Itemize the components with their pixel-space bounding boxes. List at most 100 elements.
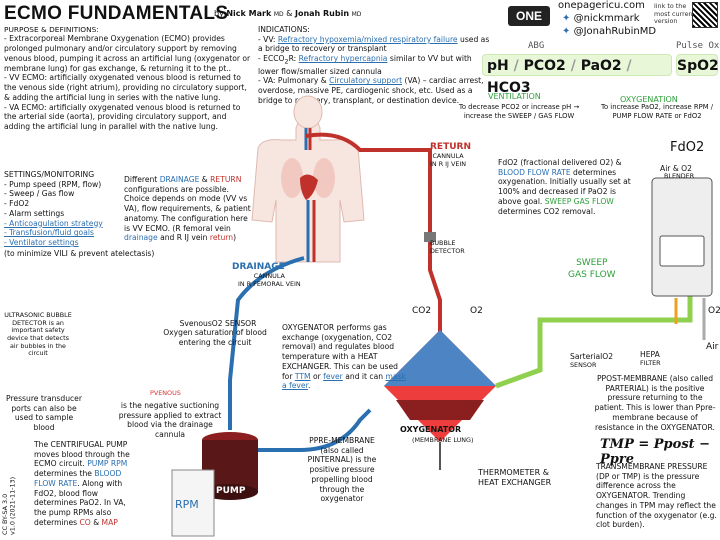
indication-ecco2r: - ECCO2R: Refractory hypercapnia similar… bbox=[258, 54, 472, 76]
heart-icon bbox=[300, 174, 318, 200]
pco2-value: PCO2 bbox=[523, 58, 566, 74]
bubble-detector-label: BUBBLE DETECTOR bbox=[430, 239, 465, 255]
bubble-detector-icon bbox=[424, 232, 436, 242]
twitter-icon: ✦ bbox=[562, 13, 574, 24]
rpm-label[interactable]: RPM bbox=[175, 498, 199, 511]
air-supply-label: Air bbox=[706, 342, 719, 352]
abg-label: ABG bbox=[528, 41, 545, 51]
pao2-value: PaO2 bbox=[580, 58, 622, 74]
settings-item: - Sweep / Gas flow bbox=[4, 189, 75, 199]
sweep-gas-line bbox=[495, 288, 693, 389]
settings-item: - Alarm settings bbox=[4, 208, 65, 218]
settings-list: - Pump speed (RPM, flow) - Sweep / Gas f… bbox=[4, 180, 122, 248]
author-1-degree: MD bbox=[273, 11, 284, 18]
svo2-label: SvenousO2 SENSOR bbox=[179, 319, 257, 328]
thermometer-label: THERMOMETER & HEAT EXCHANGER bbox=[478, 468, 552, 488]
author-2-degree: MD bbox=[351, 11, 362, 18]
sweep-label: SWEEP GAS FLOW bbox=[568, 258, 616, 280]
pressure-transducer-desc: Pressure transducer ports can also be us… bbox=[6, 394, 82, 433]
page-title: ECMO FUNDAMENTALS bbox=[4, 3, 229, 24]
indications-section: INDICATIONS: - VV: Refractory hypoxemia/… bbox=[258, 25, 490, 106]
amp: & bbox=[286, 9, 293, 18]
license-note: CC BY-SA 3.0 v1.0 (2021-11-13) bbox=[1, 476, 17, 535]
ppost-desc: PPOST-MEMBRANE (also called PARTERIAL) i… bbox=[594, 374, 716, 432]
drainage-cannula-line bbox=[228, 256, 305, 430]
o2-supply-label: O2 bbox=[708, 306, 720, 316]
drainage-sub: CANNULA IN R FEMORAL VEIN bbox=[238, 272, 301, 288]
settings-item: - Pump speed (RPM, flow) bbox=[4, 179, 102, 189]
oxygenator-label: OXYGENATOR bbox=[400, 425, 462, 434]
link-note: link to the most current version bbox=[654, 2, 696, 26]
patient-head bbox=[293, 95, 323, 129]
bubble-detector-desc: ULTRASONIC BUBBLE DETECTOR is an importa… bbox=[4, 311, 72, 358]
oxygenation-body: To increase PaO2, increase RPM / PUMP FL… bbox=[600, 103, 714, 120]
indications-heading: INDICATIONS: bbox=[258, 25, 310, 34]
indication-va: - VA: Pulmonary & Circulatory support (V… bbox=[258, 76, 484, 105]
svo2-desc: Oxygen saturation of blood entering the … bbox=[163, 328, 267, 347]
ppre-desc: PPRE-MEMBRANE (also called PINTERNAL) is… bbox=[307, 436, 377, 504]
spo2-box: SpO2 bbox=[676, 54, 719, 76]
settings-heading: SETTINGS/MONITORING bbox=[4, 170, 95, 179]
mask-fever-link[interactable]: mask a fever bbox=[282, 371, 406, 391]
indication-vv: - VV: Refractory hypoxemia/mixed respira… bbox=[258, 34, 490, 54]
tmp-desc: TRANSMEMBRANE PRESSURE (DP or TMP) is th… bbox=[596, 462, 717, 530]
sarterial-label: SarterialO2 bbox=[570, 352, 614, 361]
one-logo[interactable]: ONE bbox=[508, 6, 550, 26]
author-2: Jonah Rubin bbox=[294, 9, 350, 18]
blender-air-o2: Air & O2 bbox=[660, 164, 692, 173]
oxygenator-desc: OXYGENATOR performs gas exchange (oxygen… bbox=[282, 323, 406, 391]
pvenous-desc: is the negative suctioning pressure appl… bbox=[118, 401, 222, 440]
byline: by Nick Mark MD & Jonah Rubin MD bbox=[214, 9, 361, 18]
twitter-1[interactable]: ✦ @nickmmark bbox=[562, 13, 639, 24]
return-cannula-line bbox=[305, 132, 442, 370]
twitter-2-handle: @JonahRubinMD bbox=[573, 26, 657, 37]
blender-label: BLENDER bbox=[664, 172, 695, 180]
pump-label: PUMP bbox=[216, 486, 246, 496]
oxygenation-title: OXYGENATION bbox=[620, 95, 678, 104]
lung-left bbox=[281, 158, 303, 198]
settings-section: SETTINGS/MONITORING - Pump speed (RPM, f… bbox=[4, 170, 155, 258]
indication-ecco2r-link[interactable]: Refractory hypercapnia bbox=[298, 54, 388, 64]
fdo2-label: FdO2 bbox=[670, 140, 705, 155]
co2-label: CO2 bbox=[412, 306, 432, 316]
settings-item: - FdO2 bbox=[4, 199, 30, 209]
return-sub: CANNULA IN R IJ VEIN bbox=[430, 152, 467, 168]
purpose-section: PURPOSE & DEFINITIONS: - Extracorporeal … bbox=[4, 25, 254, 132]
flowmeter-display bbox=[659, 235, 705, 267]
pump-desc: The CENTRIFUGAL PUMP moves blood through… bbox=[34, 440, 130, 527]
o2-label: O2 bbox=[470, 306, 483, 316]
oxygenator-sub: (MEMBRANE LUNG) bbox=[412, 436, 474, 444]
ventilation-title: VENTILATION bbox=[488, 92, 541, 101]
indication-vv-link[interactable]: Refractory hypoxemia/mixed respiratory f… bbox=[277, 34, 458, 44]
oxygenator-icon bbox=[384, 330, 496, 442]
qr-code-icon[interactable] bbox=[692, 2, 718, 28]
author-1: Nick Mark bbox=[226, 9, 272, 18]
site-link[interactable]: onepagericu.com bbox=[558, 0, 645, 11]
drainage-label: DRAINAGE bbox=[232, 262, 285, 272]
settings-tail: (to minimize VILI & prevent atelectasis) bbox=[4, 248, 155, 258]
tmp-formula: TMP = Ppost − Ppre bbox=[600, 437, 711, 467]
fever-link[interactable]: fever bbox=[323, 371, 343, 381]
twitter-2[interactable]: ✦ @JonahRubinMD bbox=[562, 26, 656, 37]
purpose-heading: PURPOSE & DEFINITIONS: bbox=[4, 25, 99, 34]
lung-right bbox=[313, 158, 335, 198]
settings-item-link[interactable]: - Transfusion/fluid goals bbox=[4, 228, 94, 238]
pump-console bbox=[171, 469, 215, 537]
indication-va-link[interactable]: Circulatory support bbox=[329, 76, 403, 86]
ph-value: pH bbox=[487, 58, 509, 74]
fdo2-desc: FdO2 (fractional delivered O2) & BLOOD F… bbox=[498, 158, 631, 216]
hco3-value: HCO3 bbox=[487, 80, 531, 96]
settings-item-link[interactable]: - Ventilator settings bbox=[4, 238, 79, 248]
ventilation-body: To decrease PCO2 or increase pH → increa… bbox=[458, 103, 580, 120]
by-word: by bbox=[214, 9, 224, 18]
pulse-ox-label: Pulse Ox bbox=[676, 41, 720, 51]
ttm-link[interactable]: TTM bbox=[294, 371, 311, 381]
pvenous-label: PVENOUS bbox=[150, 389, 181, 397]
twitter-1-handle: @nickmmark bbox=[573, 13, 640, 24]
hepa-label: HEPA bbox=[640, 350, 660, 359]
pre-oxygenator-line bbox=[258, 408, 372, 452]
purpose-body: - Extracorporeal Membrane Oxygenation (E… bbox=[4, 34, 251, 131]
settings-item-link[interactable]: - Anticoagulation strategy bbox=[4, 218, 103, 228]
sarterial-sub: SENSOR bbox=[570, 361, 597, 369]
